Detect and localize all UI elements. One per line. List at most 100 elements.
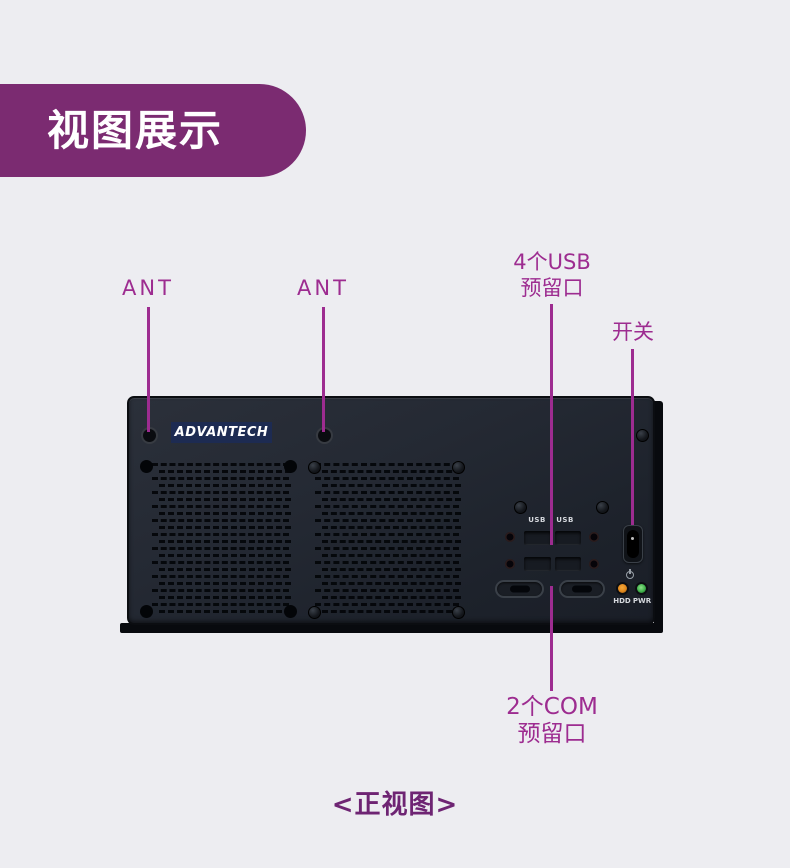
power-icon [626,571,634,579]
vent-grille-right [313,460,461,616]
power-switch [623,525,643,563]
callout-label-ant2: ANT [297,276,349,300]
panel-hole [589,559,599,569]
callout-label-usb-line2: 预留口 [520,276,584,300]
screw [308,461,321,474]
usb-port-label-2: USB [556,516,574,524]
vent-slot-row [322,582,461,585]
screw [636,429,649,442]
vent-slot-row [159,554,291,557]
callout-label-com-line2: 预留口 [517,721,587,747]
vent-slot-row [152,603,289,606]
usb-blank-port [555,531,581,545]
vent-slot-row [322,540,461,543]
brand-logo-plate: ADVANTECH [171,422,272,443]
callout-line-com [550,586,553,691]
panel-hole [589,532,599,542]
mount-hole [140,460,153,473]
callout-line-ant2 [322,307,325,432]
panel-hole [505,532,515,542]
vent-slot-row [322,554,461,557]
vent-slot-row [159,484,291,487]
pwr-led [637,584,646,593]
hdd-led [618,584,627,593]
vent-slot-row [152,589,289,592]
usb-port-label-1: USB [528,516,546,524]
hdd-led-label: HDD [613,597,631,605]
vent-slot-row [315,603,459,606]
vent-slot-row [152,463,289,466]
screw [596,501,609,514]
view-caption: <正视图> [331,790,459,820]
vent-slot-row [315,491,459,494]
mount-hole [140,605,153,618]
vent-slot-row [152,547,289,550]
com-slot [572,585,592,593]
mount-hole [284,460,297,473]
com-blank-port [559,580,605,598]
mount-hole [284,605,297,618]
pwr-led-label: PWR [632,597,652,605]
callout-label-switch: 开关 [612,320,654,344]
vent-slot-row [159,610,291,613]
vent-slot-row [159,512,291,515]
vent-slot-row [159,526,291,529]
chassis-bottom-panel [120,623,663,633]
vent-slot-row [315,533,459,536]
screw [308,606,321,619]
vent-slot-row [322,470,461,473]
vent-slot-row [322,596,461,599]
com-blank-port [495,580,544,598]
com-slot [509,585,530,593]
callout-label-ant1: ANT [122,276,174,300]
vent-slot-row [322,484,461,487]
callout-label-usb: 4个USB 预留口 [492,249,612,301]
screw [452,461,465,474]
vent-slot-row [159,470,291,473]
vent-slot-row [322,610,461,613]
vent-slot-row [315,519,459,522]
chassis-front-panel: ADVANTECH USB USB [127,396,655,625]
vent-grille-left [150,460,291,616]
vent-slot-row [159,498,291,501]
vent-slot-row [322,512,461,515]
screw [452,606,465,619]
vent-slot-row [159,596,291,599]
vent-slot-row [152,575,289,578]
vent-slot-row [315,589,459,592]
vent-slot-row [322,498,461,501]
vent-slot-row [315,561,459,564]
vent-slot-row [152,519,289,522]
usb-blank-port [524,531,551,545]
vent-slot-row [152,561,289,564]
vent-slot-row [322,526,461,529]
vent-slot-row [159,582,291,585]
section-title: 视图展示 [47,106,224,155]
callout-line-ant1 [147,307,150,432]
usb-blank-port [555,557,581,571]
callout-label-com-line1: 2个COM [506,694,598,720]
vent-slot-row [315,477,459,480]
vent-slot-row [159,540,291,543]
callout-label-com: 2个COM 预留口 [491,694,613,748]
section-banner: 视图展示 [0,84,306,177]
power-rocker [627,530,639,558]
vent-slot-row [315,547,459,550]
usb-blank-port [524,557,551,571]
vent-slot-row [152,505,289,508]
vent-slot-row [315,463,459,466]
vent-slot-row [159,568,291,571]
vent-slot-row [315,575,459,578]
screw [514,501,527,514]
callout-line-usb [550,304,553,545]
callout-line-switch [631,349,634,525]
vent-slot-row [322,568,461,571]
panel-hole [505,559,515,569]
callout-label-usb-line1: 4个USB [513,250,591,274]
vent-slot-row [315,505,459,508]
brand-logo: ADVANTECH [174,425,269,440]
chassis-side-panel [654,401,663,630]
vent-slot-row [152,533,289,536]
vent-slot-row [152,491,289,494]
